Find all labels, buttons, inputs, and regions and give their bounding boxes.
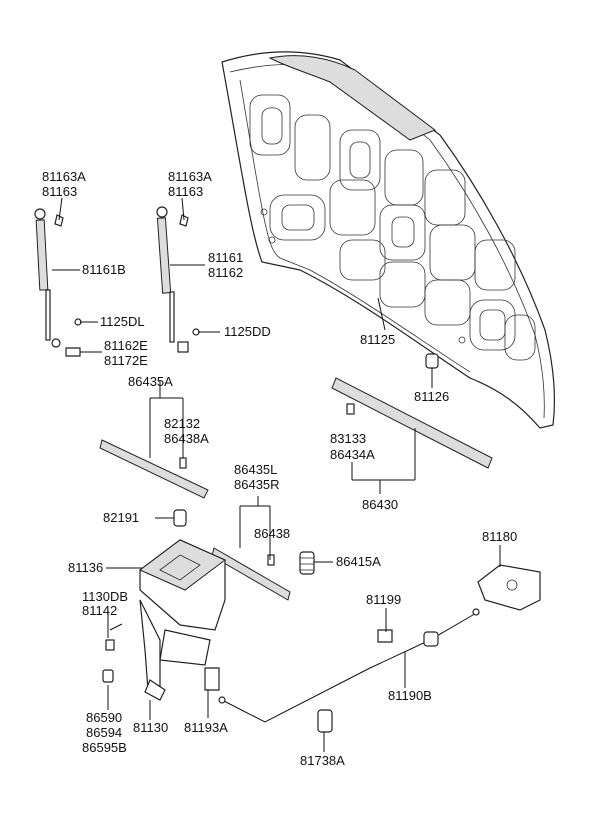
- label-86595b: 86595B: [82, 740, 127, 755]
- weatherstrip-86435l-r: [211, 547, 291, 601]
- release-handle-81180: [477, 564, 541, 611]
- label-86435a: 86435A: [128, 374, 173, 389]
- latch-bracket-81136: [139, 539, 226, 701]
- label-1125dd: 1125DD: [224, 324, 271, 339]
- label-86435l: 86435L: [234, 462, 277, 477]
- label-81738a: 81738A: [300, 753, 345, 768]
- label-86435r: 86435R: [234, 477, 280, 492]
- label-81130: 81130: [133, 720, 168, 735]
- label-81193a: 81193A: [184, 720, 228, 735]
- hood-panel: [221, 51, 556, 429]
- stopper-82191: [173, 509, 187, 527]
- label-81172e: 81172E: [104, 353, 148, 368]
- label-82132: 82132: [164, 416, 200, 431]
- label-81142: 81142: [82, 603, 117, 618]
- bumper-86415a: [299, 551, 315, 575]
- release-cable-81190b: [218, 608, 480, 723]
- label-86415a: 86415A: [336, 554, 381, 569]
- gas-strut-left: [34, 208, 82, 357]
- part-labels: 81163A 81163 81163A 81163 81161B 1125DL …: [42, 169, 517, 768]
- weatherstrip-86435a: [99, 439, 209, 499]
- label-81163a-mid: 81163A: [168, 169, 212, 184]
- label-81199: 81199: [366, 592, 401, 607]
- label-81136: 81136: [68, 560, 103, 575]
- leader-lines: [52, 197, 501, 752]
- label-81162e: 81162E: [104, 338, 148, 353]
- label-81190b: 81190B: [388, 688, 432, 703]
- bolt-1130db: [105, 623, 123, 651]
- label-86590: 86590: [86, 710, 122, 725]
- label-81163a-left: 81163A: [42, 169, 86, 184]
- label-83133: 83133: [330, 431, 366, 446]
- knob-81738a: [317, 709, 333, 733]
- grommet-86590: [102, 669, 114, 683]
- label-86438: 86438: [254, 526, 290, 541]
- clip-81199: [377, 629, 393, 643]
- label-1130db: 1130DB: [82, 589, 128, 604]
- label-81125: 81125: [360, 332, 395, 347]
- label-1125dl: 1125DL: [100, 314, 145, 329]
- gas-strut-right: [156, 206, 200, 353]
- label-81163-mid: 81163: [168, 184, 203, 199]
- label-82191: 82191: [103, 510, 139, 525]
- clip-81193a: [204, 667, 220, 691]
- label-81162: 81162: [208, 265, 243, 280]
- weatherstrip-86430: [331, 377, 493, 469]
- label-86438a: 86438A: [164, 431, 209, 446]
- label-81126: 81126: [414, 389, 449, 404]
- label-81163-left: 81163: [42, 184, 77, 199]
- label-86430: 86430: [362, 497, 398, 512]
- label-86434a: 86434A: [330, 447, 375, 462]
- label-81161b: 81161B: [82, 262, 126, 277]
- label-81180: 81180: [482, 529, 517, 544]
- label-86594: 86594: [86, 725, 122, 740]
- label-81161: 81161: [208, 250, 243, 265]
